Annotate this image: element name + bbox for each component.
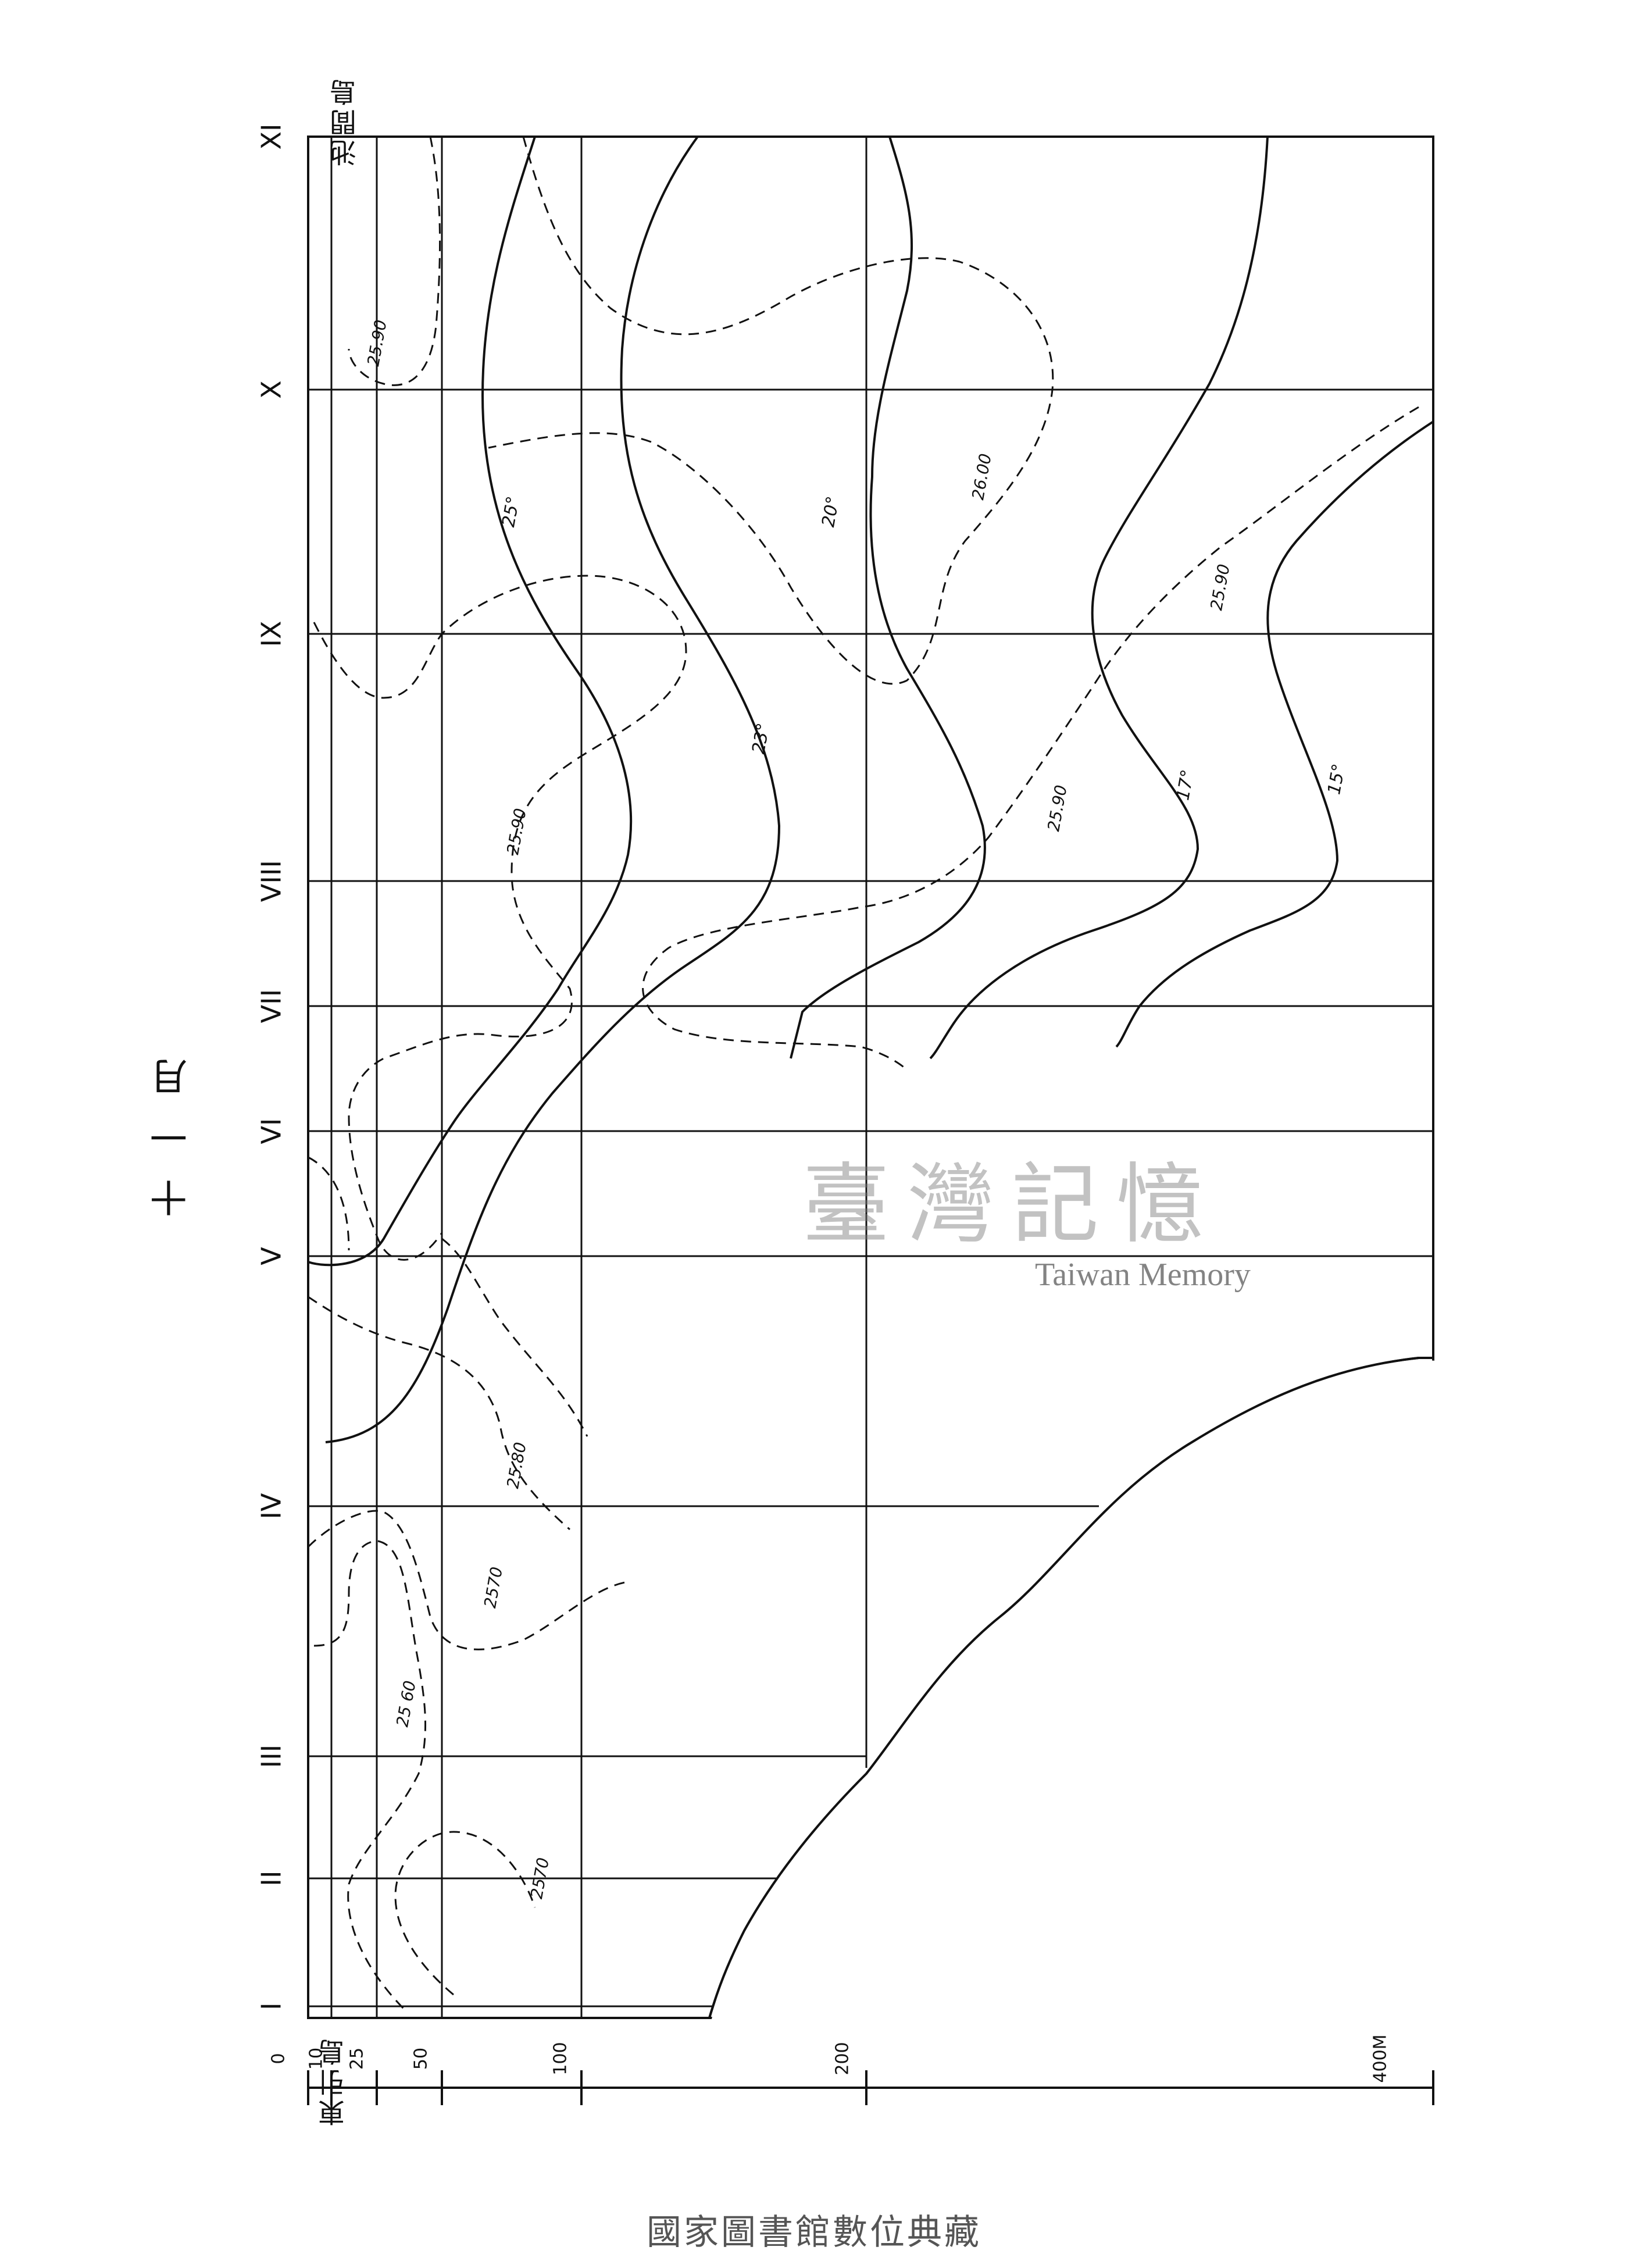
density-25.80-b xyxy=(441,1238,588,1437)
station-lines xyxy=(308,388,1433,2007)
density-25.90-top xyxy=(348,136,441,386)
density-label-8: 2570 xyxy=(527,1856,553,1900)
section-numeral-I: I xyxy=(256,2002,287,2010)
density-lines xyxy=(307,136,1419,2013)
isotherm-23 xyxy=(325,135,781,1443)
scale-labels: 0 10 25 50 100 200 400M xyxy=(269,2034,1391,2082)
density-label-6: 2570 xyxy=(480,1566,506,1610)
scale-label-1: 10 xyxy=(306,2048,327,2070)
isotherm-label-2: 20° xyxy=(818,495,844,529)
density-left-edge xyxy=(308,1156,350,1251)
section-numeral-XI: XI xyxy=(256,123,287,149)
footer-credit: 國家圖書館數位典藏 xyxy=(647,2212,981,2253)
section-numeral-V: V xyxy=(256,1247,287,1265)
depth-lines xyxy=(330,137,867,2018)
density-25.90-lower xyxy=(642,406,1419,1071)
scale-label-0: 0 xyxy=(269,2053,289,2064)
isotherm-labels: 25° 23° 20° 17° 15° xyxy=(498,495,1349,802)
isotherm-20 xyxy=(790,136,986,1059)
section-numeral-VI: VI xyxy=(256,1118,287,1144)
section-numeral-X: X xyxy=(256,380,287,399)
density-label-3: 25.90 xyxy=(1044,783,1070,833)
section-numeral-IV: IV xyxy=(256,1493,287,1520)
density-label-2: 25.90 xyxy=(503,807,530,856)
isotherm-15 xyxy=(1115,420,1434,1048)
seabed-line xyxy=(708,1357,1419,2019)
section-numeral-VIII: VIII xyxy=(256,860,287,902)
density-2570-lower xyxy=(394,1831,536,1996)
watermark-chinese: 臺灣記憶 xyxy=(802,1154,1222,1256)
scale-label-4: 100 xyxy=(551,2042,571,2075)
density-label-0: 25.90 xyxy=(363,318,390,368)
density-labels: 25.90 26.00 25.90 25.90 25.90 25.80 2570 25 60 2… xyxy=(363,318,1233,1900)
density-2570-upper xyxy=(307,1510,629,1650)
isotherm-label-3: 17° xyxy=(1173,768,1198,802)
section-numeral-II: II xyxy=(256,1870,287,1886)
density-25.90-upper xyxy=(488,136,1054,685)
density-label-4: 25.90 xyxy=(1206,562,1233,612)
station-name-bottom: 東引島 xyxy=(317,2035,349,2126)
density-label-1: 26.00 xyxy=(968,452,995,501)
isotherm-17 xyxy=(929,136,1269,1060)
density-label-7: 25 60 xyxy=(392,1679,419,1728)
isotherms xyxy=(308,135,1434,1443)
isotherm-label-1: 23° xyxy=(748,722,774,755)
density-25.60 xyxy=(313,1540,427,2013)
depth-scale xyxy=(307,2070,1434,2105)
density-label-5: 25.80 xyxy=(503,1440,530,1490)
seabed-fill-cover xyxy=(712,1360,1436,2019)
station-name-top: 池間島 xyxy=(329,76,360,166)
watermark-english: Taiwan Memory xyxy=(1035,1257,1251,1293)
isotherm-label-4: 15° xyxy=(1324,762,1349,796)
scale-label-3: 50 xyxy=(411,2048,431,2070)
isotherm-25 xyxy=(308,136,633,1267)
scale-label-5: 200 xyxy=(833,2042,853,2075)
scale-label-2: 25 xyxy=(347,2048,367,2070)
density-25.80 xyxy=(308,1296,570,1531)
isotherm-label-0: 25° xyxy=(498,495,524,529)
section-numeral-III: III xyxy=(256,1745,287,1768)
density-25.90-mid xyxy=(313,575,687,1261)
scale-label-6: 400M xyxy=(1370,2034,1391,2082)
section-numeral-IX: IX xyxy=(256,621,287,647)
section-numeral-VII: VII xyxy=(256,989,287,1024)
